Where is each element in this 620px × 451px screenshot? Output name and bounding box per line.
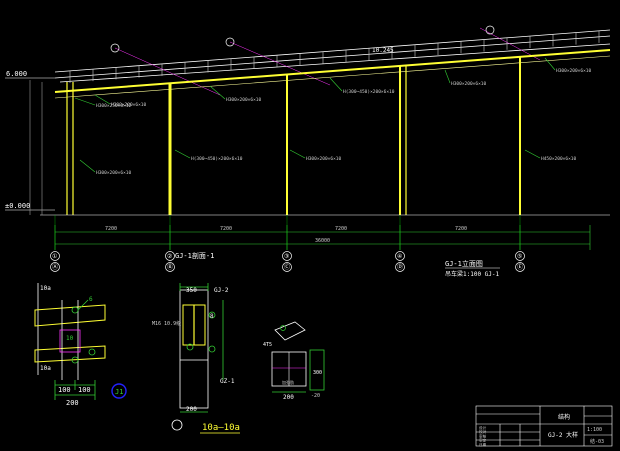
axis-bubble <box>165 251 175 261</box>
detail-3-label: 加劲肋 <box>282 379 294 385</box>
dim-bay-4: 7200 <box>455 226 467 232</box>
dim-bay-3: 7200 <box>335 226 347 232</box>
title-block-row: 设计 <box>479 425 487 430</box>
title-block-row: 校对 <box>479 429 487 434</box>
axis-bubble <box>395 262 405 272</box>
elevation-lines <box>5 77 610 216</box>
member-label: H300×200×6×10 <box>556 68 592 74</box>
dim-bay-1: 7200 <box>105 226 117 232</box>
axis-bubble <box>282 251 292 261</box>
member-label: H300×200×6×10 <box>226 97 262 103</box>
axis-bubble <box>282 262 292 272</box>
member-leader <box>289 149 306 159</box>
detail-1-dim-a: 100 <box>58 386 71 394</box>
detail-1: 10a 10a 6 100 100 200 10 J1 <box>34 283 127 407</box>
roof-sheeting <box>54 29 611 83</box>
member-label: H300×200×6×10 <box>111 102 147 108</box>
elevation-bottom-label: ±0.000 <box>5 202 30 210</box>
detail-3-base: -20 <box>311 393 320 399</box>
roof-elevation-mark: 10.245 <box>372 47 394 54</box>
roof-axis-bubble <box>225 37 235 47</box>
elevation-top-label: 6.000 <box>6 70 27 78</box>
axis-bubble <box>165 262 175 272</box>
column-section-label: GJ-1剖面-1 <box>175 251 214 260</box>
detail-2-ref: GJ-2 <box>214 287 229 294</box>
roof-purlins <box>69 30 600 83</box>
detail-2-title: 10a—10a <box>202 423 240 433</box>
detail-2-bottom-dim: 200 <box>186 406 197 413</box>
dim-bay-2: 7200 <box>220 226 232 232</box>
member-label: H300×250×8×12 <box>96 103 132 109</box>
frame-title: GJ-1立面图 <box>445 259 483 268</box>
detail-3-width: 200 <box>283 394 294 401</box>
title-block-row: 日期 <box>479 442 487 447</box>
member-leader <box>74 97 96 106</box>
detail-1-top-tag: 10a <box>40 285 51 292</box>
steel-columns <box>66 57 521 215</box>
detail-2-gz: GZ-1 <box>220 378 235 385</box>
member-label: H300×200×6×10 <box>451 81 487 87</box>
axis-bubble <box>515 262 525 272</box>
title-block-company: 结构 <box>558 413 570 421</box>
main-rafter <box>54 49 611 99</box>
axis-bubbles: ① Ⓐ ② Ⓑ ③ Ⓒ ④ Ⓓ ⑤ Ⓔ <box>50 25 525 272</box>
axis-label-top: ③ <box>284 253 289 260</box>
detail-3-mark: 4T5 <box>263 342 272 348</box>
detail-3-height: 300 <box>313 370 322 376</box>
title-block-row: 审核 <box>479 433 487 438</box>
detail-2: 350 GJ-2 8 M16 10.9级 GZ-1 200 10a—10a <box>152 283 240 434</box>
axis-bubble <box>50 251 60 261</box>
member-leader <box>444 69 451 84</box>
detail-1-thickness: 10 <box>66 335 74 342</box>
axis-label-bottom: Ⓑ <box>167 263 173 271</box>
axis-label-bottom: Ⓔ <box>517 263 523 271</box>
member-leader <box>209 85 226 100</box>
member-labels: H300×250×8×12H300×200×6×10H(300~450)×200… <box>74 57 592 176</box>
member-label: H300×200×6×10 <box>306 156 342 162</box>
axis-label-bottom: Ⓓ <box>397 263 403 271</box>
axis-label-top: ④ <box>397 253 402 260</box>
frame-subtitle: 吊车梁1:100 GJ-1 <box>445 270 500 278</box>
title-block-drawing-name: GJ-2 大样 <box>548 431 578 439</box>
member-label: H(300~450)×200×6×10 <box>343 89 395 95</box>
detail-2-width: 350 <box>186 287 197 294</box>
axis-label-bottom: Ⓐ <box>52 263 58 271</box>
member-label: H(300~450)×200×6×10 <box>191 156 243 162</box>
axis-label-top: ⑤ <box>517 253 522 260</box>
detail-1-mark: J1 <box>115 388 123 396</box>
roof-axis-bubble <box>110 43 120 53</box>
member-label: H450×200×6×10 <box>541 156 577 162</box>
axis-bubble <box>395 251 405 261</box>
member-leader <box>174 149 191 159</box>
axis-bubble <box>50 262 60 272</box>
dim-total: 36000 <box>315 238 330 244</box>
detail-3: 4T5 300 200 -20 加劲肋 <box>263 321 325 401</box>
member-label: H300×200×6×10 <box>96 170 132 176</box>
member-leader <box>524 149 541 159</box>
axis-bubble <box>515 251 525 261</box>
detail-1-bottom-tag: 10a <box>40 365 51 372</box>
roof-truss-lines <box>114 27 541 96</box>
detail-2-bolt: M16 10.9级 <box>152 320 181 327</box>
detail-2-plate: 8 <box>210 313 214 320</box>
axis-label-top: ② <box>167 253 172 260</box>
detail-1-dim-b: 100 <box>78 386 91 394</box>
member-leader <box>79 159 96 173</box>
title-block-scale: 1:100 <box>587 427 602 433</box>
axis-label-bottom: Ⓒ <box>284 263 290 271</box>
detail-1-dim-total: 200 <box>66 399 79 407</box>
title-block-row: 审定 <box>479 438 487 443</box>
roof-axis-bubble <box>485 25 495 35</box>
member-leader <box>94 94 111 105</box>
title-block-sheet-no: 结-03 <box>590 438 604 445</box>
title-block <box>475 405 613 447</box>
axis-label-top: ① <box>52 253 57 260</box>
member-leader <box>329 77 343 92</box>
member-leader <box>544 57 556 71</box>
detail-1-plate: 6 <box>89 296 93 303</box>
